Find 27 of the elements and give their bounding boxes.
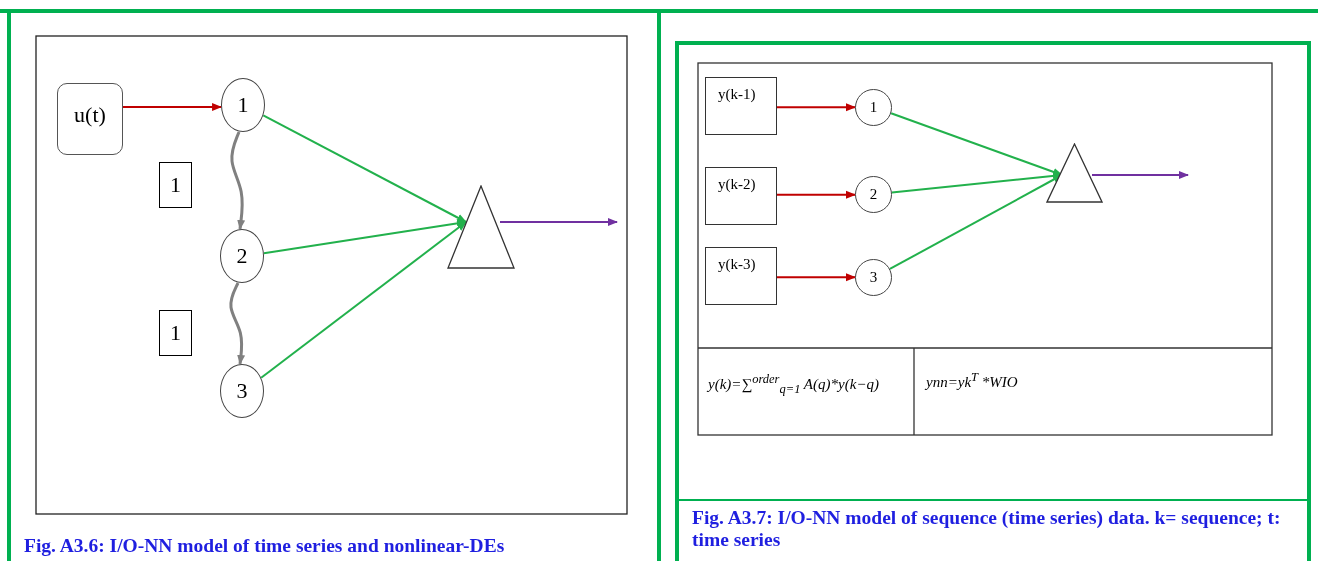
- neuron-circle: 1: [855, 89, 892, 126]
- input-box: y(k-2): [705, 167, 777, 225]
- delay-box: 1: [159, 162, 192, 208]
- neuron-circle: 2: [855, 176, 892, 213]
- input-box: u(t): [57, 83, 123, 155]
- neuron-circle: 2: [220, 229, 264, 283]
- input-box: y(k-1): [705, 77, 777, 135]
- formula: y(k)=∑$^{order}$$_{q=1}$ A(q)*y(k−q): [708, 372, 879, 397]
- neuron-circle: 1: [221, 78, 265, 132]
- formula: ynn=yk$^{T}$ *WIO: [926, 370, 1018, 391]
- arrow: [776, 190, 856, 199]
- arrow: [776, 273, 856, 282]
- arrow: [262, 114, 467, 223]
- arrow: [1091, 171, 1189, 179]
- arrow: [122, 103, 223, 111]
- delay-box: 1: [159, 310, 192, 356]
- arrow: [229, 282, 246, 365]
- figure-caption: Fig. A3.6: I/O-NN model of time series and nonlinear-DEs: [24, 535, 506, 557]
- neuron-circle: 3: [220, 364, 264, 418]
- arrow: [262, 219, 467, 255]
- arrow: [499, 218, 618, 226]
- neuron-circle: 3: [855, 259, 892, 296]
- arrow: [260, 221, 467, 379]
- figure-caption: Fig. A3.7: I/O-NN model of sequence (time series) data. k= sequence; t: time series: [692, 507, 1282, 551]
- input-box: y(k-3): [705, 247, 777, 305]
- arrow: [776, 103, 856, 112]
- arrow: [230, 131, 246, 230]
